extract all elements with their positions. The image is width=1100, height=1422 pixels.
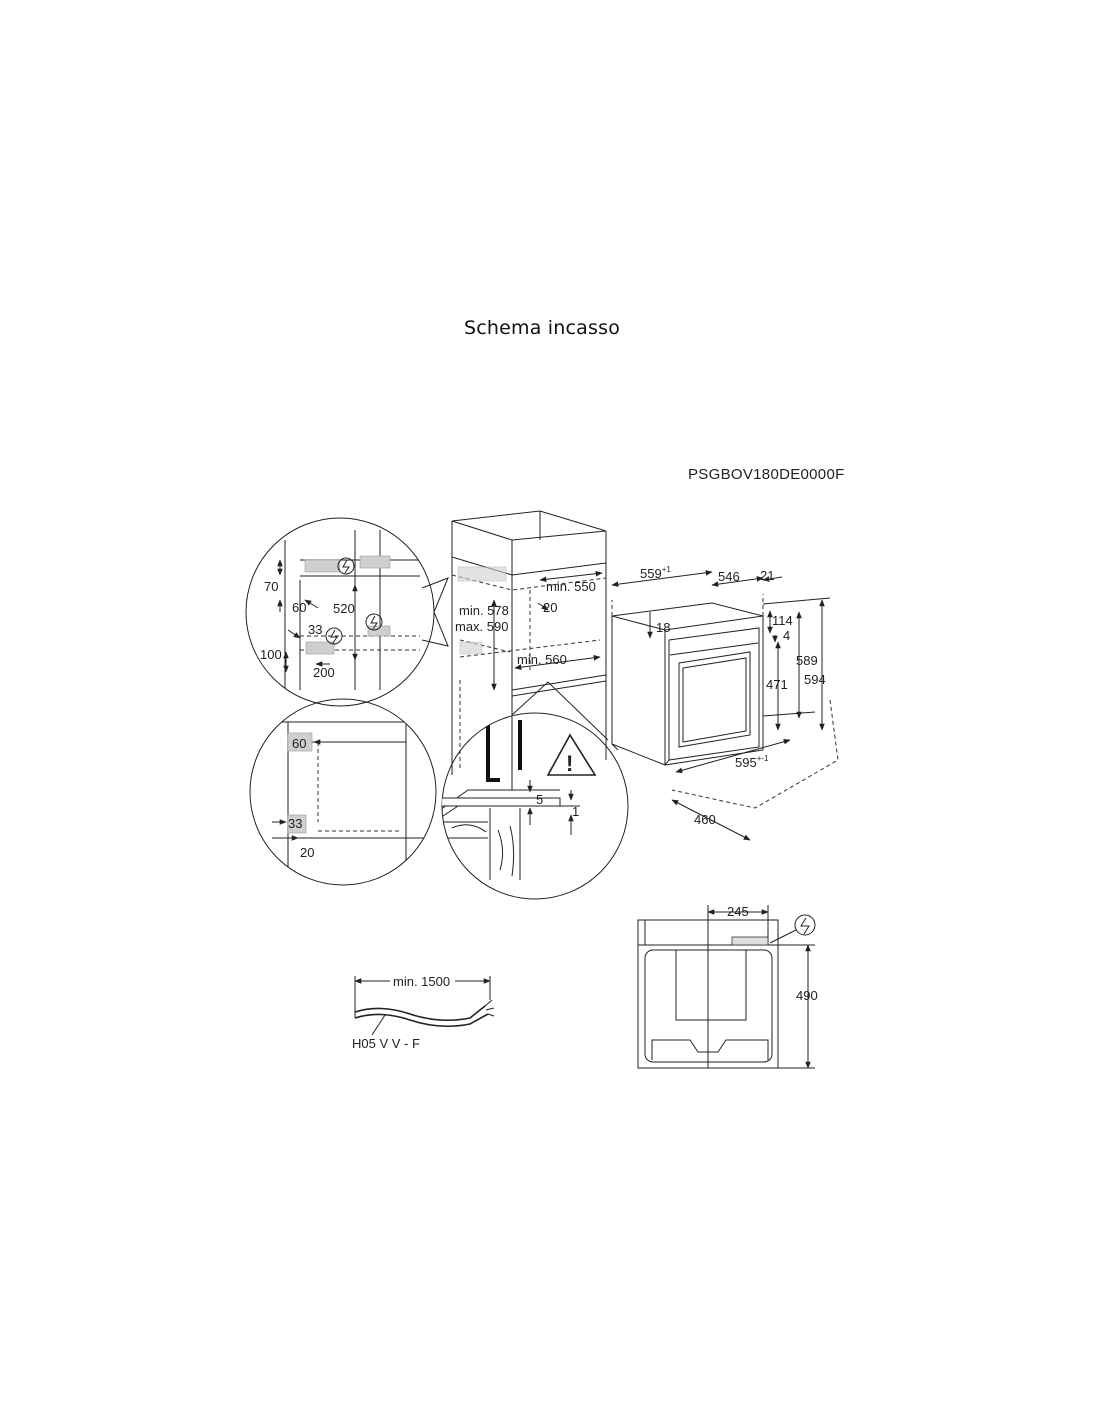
dim-520: 520 xyxy=(333,601,355,616)
dim-460: 460 xyxy=(694,812,716,827)
dim-21: 21 xyxy=(760,568,774,583)
oven-drawing: 559+1 546 21 18 114 4 471 589 594 595+-1… xyxy=(611,565,839,841)
dim-70: 70 xyxy=(264,579,278,594)
dim-245: 245 xyxy=(727,904,749,919)
dim-1: 1 xyxy=(572,804,579,819)
dim-100: 100 xyxy=(260,647,282,662)
dim-20-detail: 20 xyxy=(300,845,314,860)
dim-max-590: max. 590 xyxy=(455,619,508,634)
dim-594: 594 xyxy=(804,672,826,687)
dim-490: 490 xyxy=(796,988,818,1003)
dim-min-578: min. 578 xyxy=(459,603,509,618)
dim-33: 33 xyxy=(308,622,322,637)
warning-triangle-icon xyxy=(546,733,597,776)
cabinet-drawing: min. 550 min. 578 max. 590 20 min. 560 xyxy=(451,510,607,790)
cable-type: H05 V V - F xyxy=(352,1036,420,1051)
dim-200: 200 xyxy=(313,665,335,680)
dim-589: 589 xyxy=(796,653,818,668)
dim-60-detail: 60 xyxy=(292,736,306,751)
rear-view-drawing: 245 490 xyxy=(637,904,818,1069)
dim-114: 114 xyxy=(772,613,793,628)
electric-connection-icon xyxy=(794,914,816,936)
dim-595: 595+-1 xyxy=(735,754,769,770)
electric-connection-icon xyxy=(325,627,343,645)
dim-20: 20 xyxy=(543,600,557,615)
warning-symbol: ! xyxy=(566,751,573,776)
dim-546: 546 xyxy=(718,569,740,584)
cable-drawing: min. 1500 H05 V V - F xyxy=(352,974,495,1051)
dim-471: 471 xyxy=(766,677,788,692)
detail-top-left: 70 60 520 33 100 200 xyxy=(245,517,449,707)
electric-connection-icon xyxy=(365,613,383,631)
dim-559: 559+1 xyxy=(640,565,671,581)
electric-connection-icon xyxy=(337,557,355,575)
dim-min-550: min. 550 xyxy=(546,579,596,594)
dim-18: 18 xyxy=(656,620,670,635)
dim-min-560: min. 560 xyxy=(517,652,567,667)
dim-4: 4 xyxy=(783,628,790,643)
model-code: PSGBOV180DE0000F xyxy=(688,466,845,483)
detail-bottom-left: 60 33 20 xyxy=(249,698,437,886)
page-title: Schema incasso xyxy=(463,317,621,339)
dim-60: 60 xyxy=(292,600,306,615)
dim-5: 5 xyxy=(536,792,543,807)
detail-bottom-center: ! 5 1 xyxy=(441,681,629,900)
dim-33-detail: 33 xyxy=(288,816,302,831)
cable-length: min. 1500 xyxy=(393,974,450,989)
